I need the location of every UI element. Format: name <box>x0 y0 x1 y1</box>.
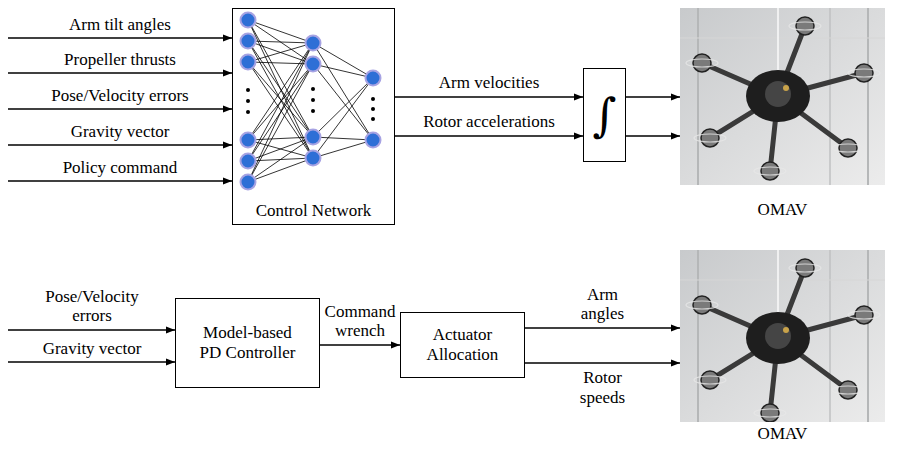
node-text: Actuator Allocation <box>417 325 508 364</box>
signal-label: Gravity vector <box>43 339 142 359</box>
edge-label: Command wrench <box>321 302 399 341</box>
signal-label: Gravity vector <box>71 122 170 142</box>
arrow-connector <box>525 327 680 328</box>
network-box: Control Network <box>232 8 395 225</box>
node-text: ∫ <box>593 92 617 138</box>
controller-box: Model-based PD Controller <box>175 298 320 388</box>
arrow-connector <box>395 96 583 97</box>
node-text: OMAV <box>758 200 808 220</box>
edge-label: Arm angles <box>568 285 638 324</box>
signal-label: Policy command <box>63 158 178 178</box>
edge-label: Rotor accelerations <box>399 112 579 132</box>
node-text: Control Network <box>256 201 372 221</box>
integrator-box: ∫ <box>583 68 626 162</box>
input-arrows <box>8 38 232 362</box>
arrow-connector <box>525 362 680 363</box>
allocation-box: Actuator Allocation <box>400 312 525 378</box>
node-text: OMAV <box>758 424 808 444</box>
arrow-connector <box>395 135 583 136</box>
arrow-connector <box>626 135 680 136</box>
signal-label: Propeller thrusts <box>64 50 176 70</box>
omav-photo <box>680 8 885 185</box>
node-text: Model-based PD Controller <box>192 323 303 362</box>
edge-label: Arm velocities <box>404 73 574 93</box>
omav-photo <box>680 250 885 422</box>
signal-label: Arm tilt angles <box>69 15 171 35</box>
signal-label: Pose/Velocity errors <box>27 287 157 326</box>
edge-label: Rotor speeds <box>568 368 638 407</box>
robot-photo: OMAV <box>680 250 885 446</box>
robot-photo: OMAV <box>680 8 885 222</box>
neural-network <box>241 13 381 190</box>
signal-label: Pose/Velocity errors <box>51 86 188 106</box>
arrow-connector <box>320 344 400 345</box>
arrow-connector <box>626 96 680 97</box>
